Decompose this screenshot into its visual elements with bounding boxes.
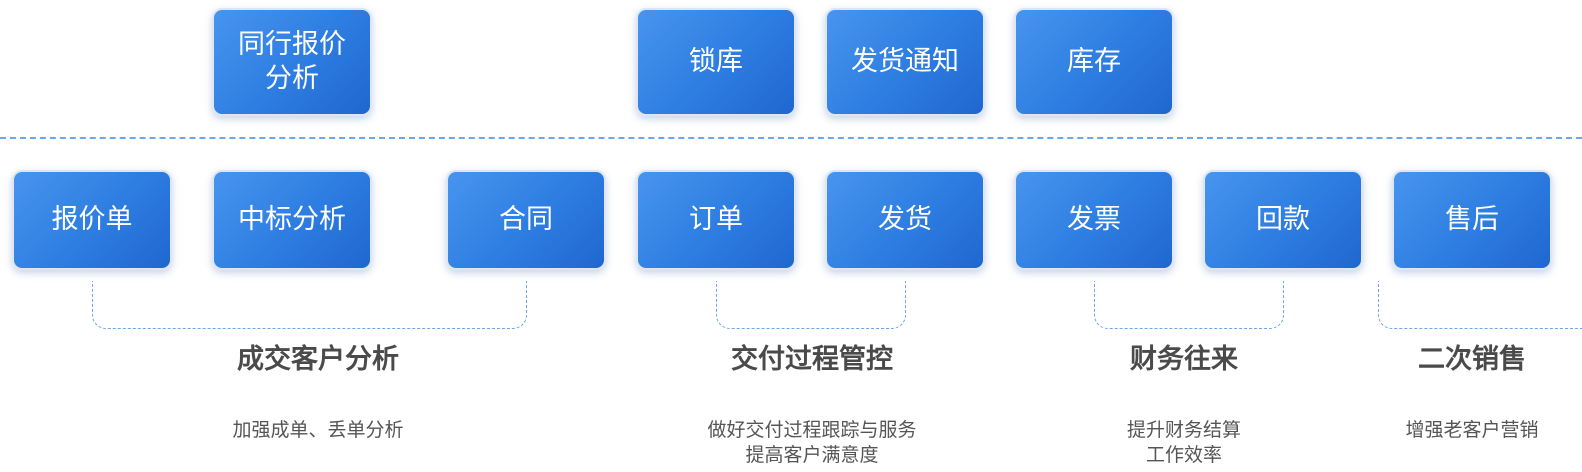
box-shipping-notice: 发货通知 bbox=[825, 8, 985, 116]
group-connector-finance bbox=[1094, 281, 1284, 329]
box-label-line2: 分析 bbox=[265, 63, 319, 94]
box-shipment: 发货 bbox=[825, 170, 985, 270]
box-bid-analysis: 中标分析 bbox=[212, 170, 372, 270]
box-label: 售后 bbox=[1445, 204, 1499, 235]
box-inventory: 库存 bbox=[1014, 8, 1174, 116]
box-label: 报价单 bbox=[51, 204, 133, 235]
box-contract: 合同 bbox=[446, 170, 606, 270]
box-order: 订单 bbox=[636, 170, 796, 270]
box-label: 合同 bbox=[499, 204, 553, 235]
group-title-finance: 财务往来 bbox=[1130, 344, 1238, 375]
box-label: 发货 bbox=[878, 204, 932, 235]
box-lock-inventory: 锁库 bbox=[636, 8, 796, 116]
group-desc-finance: 提升财务结算 工作效率 bbox=[1084, 418, 1284, 468]
group-title-deal-analysis: 成交客户分析 bbox=[237, 344, 399, 375]
dashed-divider bbox=[0, 137, 1582, 139]
box-label: 锁库 bbox=[689, 46, 743, 77]
group-desc-deal-analysis: 加强成单、丢单分析 bbox=[168, 418, 468, 443]
box-label: 中标分析 bbox=[238, 204, 346, 235]
box-label: 订单 bbox=[689, 204, 743, 235]
box-label: 发票 bbox=[1067, 204, 1121, 235]
group-desc-line: 提高客户满意度 bbox=[745, 444, 879, 466]
box-label-line1: 同行报价 bbox=[238, 29, 346, 60]
box-payment-collection: 回款 bbox=[1203, 170, 1363, 270]
group-connector-deal-analysis bbox=[92, 281, 527, 329]
box-after-sales: 售后 bbox=[1392, 170, 1552, 270]
box-peer-quote-analysis: 同行报价 分析 bbox=[212, 8, 372, 116]
group-connector-resale bbox=[1378, 281, 1582, 329]
box-quotation: 报价单 bbox=[12, 170, 172, 270]
box-label: 回款 bbox=[1256, 204, 1310, 235]
group-desc-delivery: 做好交付过程跟踪与服务 提高客户满意度 bbox=[662, 418, 962, 468]
group-title-resale: 二次销售 bbox=[1418, 344, 1526, 375]
group-desc-resale: 增强老客户营销 bbox=[1372, 418, 1572, 443]
group-desc-line: 增强老客户营销 bbox=[1405, 419, 1539, 441]
box-label: 库存 bbox=[1067, 46, 1121, 77]
box-invoice: 发票 bbox=[1014, 170, 1174, 270]
group-connector-delivery bbox=[716, 281, 906, 329]
group-desc-line: 加强成单、丢单分析 bbox=[232, 419, 404, 441]
group-desc-line: 工作效率 bbox=[1145, 444, 1222, 466]
box-label: 发货通知 bbox=[851, 46, 959, 77]
group-title-delivery: 交付过程管控 bbox=[731, 344, 893, 375]
group-desc-line: 提升财务结算 bbox=[1126, 419, 1241, 441]
box-label: 同行报价 分析 bbox=[238, 28, 346, 96]
group-desc-line: 做好交付过程跟踪与服务 bbox=[707, 419, 917, 441]
